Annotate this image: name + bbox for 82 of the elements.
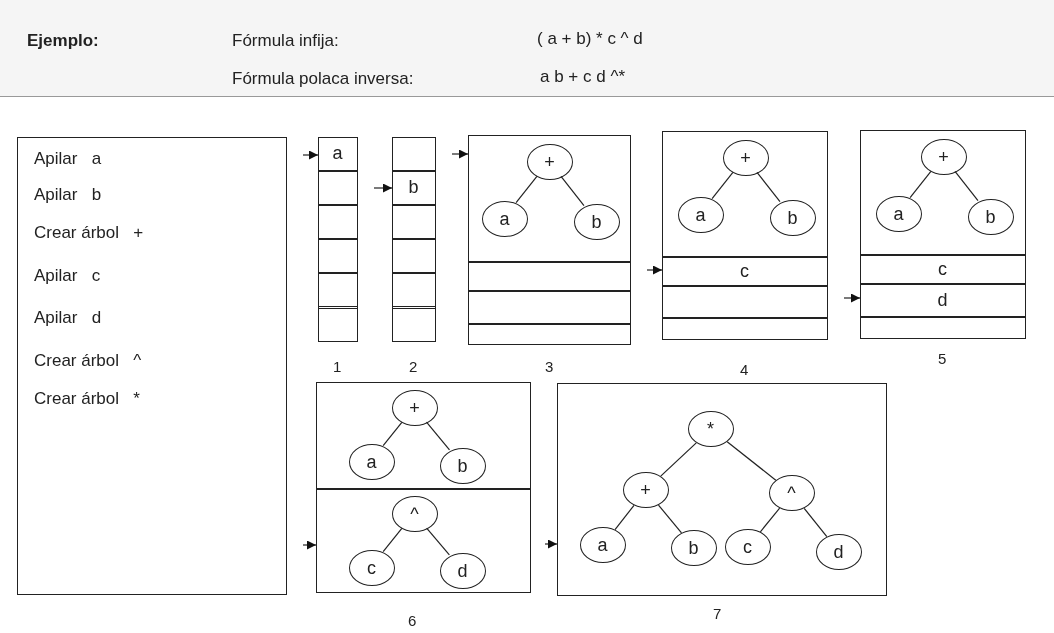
tree-node: * — [687, 410, 734, 447]
step-number: 6 — [408, 611, 417, 631]
instruction-text: Crear árbol * — [34, 389, 140, 409]
instruction-text: Apilar b — [34, 185, 102, 205]
stack-cell — [391, 239, 436, 274]
stack-cell: b — [391, 170, 436, 205]
tree-node: b — [573, 203, 620, 240]
tree-node: b — [439, 447, 486, 484]
tree-node: + — [622, 471, 669, 508]
formula-text: a b + c d ^* — [540, 67, 625, 87]
arrow — [843, 293, 861, 303]
tree-branch-line — [425, 421, 451, 451]
tree-branch-line — [515, 175, 538, 204]
tree-branch-line — [657, 504, 683, 534]
heading-text: Ejemplo: — [27, 31, 99, 51]
tree-node: d — [439, 552, 486, 589]
tree-node: + — [722, 139, 769, 176]
stack-cell — [467, 261, 631, 291]
arrow — [373, 183, 393, 193]
tree-node: a — [875, 195, 922, 232]
tree-branch-line — [711, 171, 734, 200]
stack-cell — [317, 170, 358, 205]
tree-node: + — [526, 143, 573, 180]
stack-cell: c — [661, 256, 828, 286]
instruction-text: Apilar d — [34, 308, 102, 328]
tree-node: c — [348, 549, 395, 586]
tree-node: a — [579, 526, 626, 563]
stack-cell — [317, 204, 358, 240]
tree-branch-line — [759, 507, 781, 533]
tree-node: a — [677, 196, 724, 233]
stack-cell — [661, 285, 828, 318]
tree-node: d — [815, 533, 862, 570]
step-number: 2 — [409, 357, 418, 377]
tree-node: a — [348, 443, 395, 480]
arrow — [544, 539, 558, 549]
formula-text: ( a + b) * c ^ d — [537, 29, 643, 49]
tree-branch-line — [426, 527, 450, 556]
step-number: 7 — [713, 604, 722, 624]
arrow — [302, 540, 317, 550]
instruction-text: Crear árbol + — [34, 223, 144, 243]
stack-cell: d — [859, 283, 1026, 317]
stack-cell — [391, 204, 436, 240]
stack-cell — [467, 290, 631, 324]
step-number: 4 — [740, 360, 749, 380]
tree-branch-line — [614, 504, 635, 531]
stack-cell: c — [859, 254, 1026, 284]
instruction-text: Apilar c — [34, 266, 101, 286]
tree-node: + — [920, 138, 967, 175]
tree-branch-line — [726, 441, 777, 481]
step-number: 1 — [333, 357, 342, 377]
instruction-text: Apilar a — [34, 149, 102, 169]
tree-branch-line — [803, 507, 828, 538]
tree-branch-line — [954, 170, 979, 202]
instruction-panel — [17, 137, 287, 595]
stack-cell — [317, 273, 358, 308]
tree-branch-line — [660, 442, 697, 477]
tree-branch-line — [382, 421, 403, 447]
tree-node: b — [967, 198, 1014, 235]
step-number: 5 — [938, 349, 947, 369]
tree-node: + — [391, 389, 438, 426]
stack-cell — [317, 239, 358, 274]
step-number: 3 — [545, 357, 554, 377]
tree-node: a — [481, 200, 528, 237]
stack-cell — [391, 273, 436, 308]
tree-node: ^ — [391, 495, 438, 532]
arrow — [302, 150, 319, 160]
tree-branch-line — [756, 171, 781, 203]
stack-frame — [557, 383, 887, 596]
arrow — [451, 149, 469, 159]
arrow — [646, 265, 663, 275]
tree-branch-line — [560, 175, 585, 207]
formula-label: Fórmula polaca inversa: — [232, 69, 414, 89]
tree-node: c — [724, 528, 771, 565]
instruction-text: Crear árbol ^ — [34, 351, 142, 371]
stack-frame — [318, 137, 358, 342]
stack-frame — [392, 137, 436, 342]
formula-label: Fórmula infija: — [232, 31, 339, 51]
tree-node: b — [670, 529, 717, 566]
tree-branch-line — [909, 170, 932, 199]
tree-branch-line — [382, 527, 403, 553]
tree-node: b — [769, 199, 816, 236]
tree-node: ^ — [768, 474, 815, 511]
